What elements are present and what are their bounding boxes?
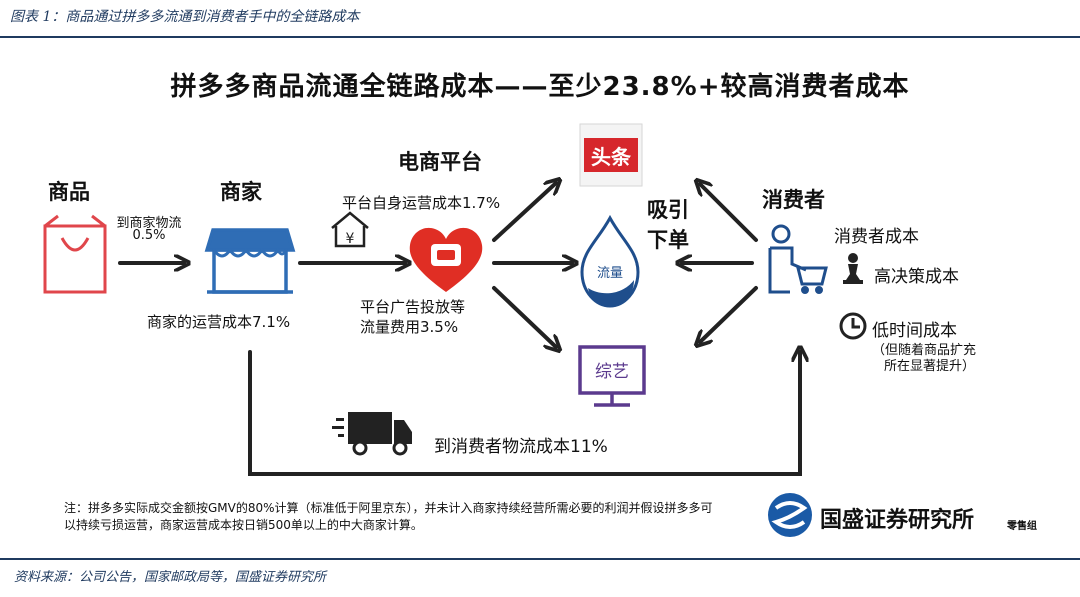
house-yen-icon: ¥ (331, 211, 369, 248)
arrow-consumer-to-toutiao (700, 184, 758, 242)
delivery-cost-label: 到消费者物流成本11% (434, 437, 608, 457)
source-line: 资料来源：公司公告，国家邮政局等，国盛证券研究所 (14, 570, 327, 585)
tv-icon: 综艺 (578, 345, 646, 407)
svg-text:流量: 流量 (597, 266, 623, 281)
footnote: 注：拼多多实际成交金额按GMV的80%计算（标准低于阿里京东），并未计入商家持续… (64, 501, 713, 532)
consumer-cost-label: 消费者成本 (834, 227, 919, 247)
ads-cost-label-line1: 平台广告投放等 (360, 298, 466, 316)
node-goods-label: 商品 (48, 180, 90, 204)
attract-label-line2: 下单 (647, 228, 689, 252)
truck-icon (332, 412, 412, 456)
merchant-ops-cost-label: 商家的运营成本7.1% (147, 313, 291, 331)
node-merchant-label: 商家 (220, 180, 262, 204)
top-divider (0, 36, 1080, 38)
svg-text:头条: 头条 (591, 145, 632, 169)
time-cost-label: 低时间成本 (872, 321, 957, 341)
platform-ops-cost-label: 平台自身运营成本1.7% (342, 194, 501, 212)
bottom-divider (0, 558, 1080, 560)
svg-text:¥: ¥ (346, 231, 355, 247)
node-consumer-label: 消费者 (762, 188, 825, 212)
ads-cost-label-line2: 流量费用3.5% (360, 318, 459, 336)
brand-logo (768, 493, 812, 537)
arrow-platform-to-variety (492, 286, 556, 347)
shopping-bag-icon (43, 214, 107, 294)
logistics-to-merchant-pct: 0.5% (132, 228, 166, 243)
time-cost-note-line1: （但随着商品扩充 (872, 343, 977, 358)
arrow-platform-to-toutiao (492, 183, 556, 242)
time-cost-note-line2: 所在显著提升） (884, 359, 976, 374)
figure-caption: 图表 1：商品通过拼多多流通到消费者手中的全链路成本 (10, 9, 360, 25)
attract-label-line1: 吸引 (647, 198, 689, 222)
decision-cost-label: 高决策成本 (874, 267, 959, 287)
pinduoduo-heart-icon (409, 227, 483, 292)
brand-subgroup: 零售组 (1007, 521, 1037, 532)
toutiao-logo: 头条 (579, 123, 643, 187)
brand-name: 国盛证券研究所 (820, 508, 975, 533)
chess-pawn-icon (843, 253, 863, 284)
arrow-consumer-to-variety (700, 286, 758, 342)
clock-icon (839, 312, 867, 340)
logistics-to-merchant-label: 到商家物流 (116, 216, 182, 231)
traffic-drop-icon: 流量 (580, 214, 640, 308)
storefront-icon (204, 228, 296, 294)
svg-text:综艺: 综艺 (595, 362, 629, 382)
diagram-title: 拼多多商品流通全链路成本——至少23.8%+较高消费者成本 (170, 72, 910, 102)
consumer-cart-icon (768, 224, 828, 294)
node-platform-label: 电商平台 (398, 150, 482, 174)
